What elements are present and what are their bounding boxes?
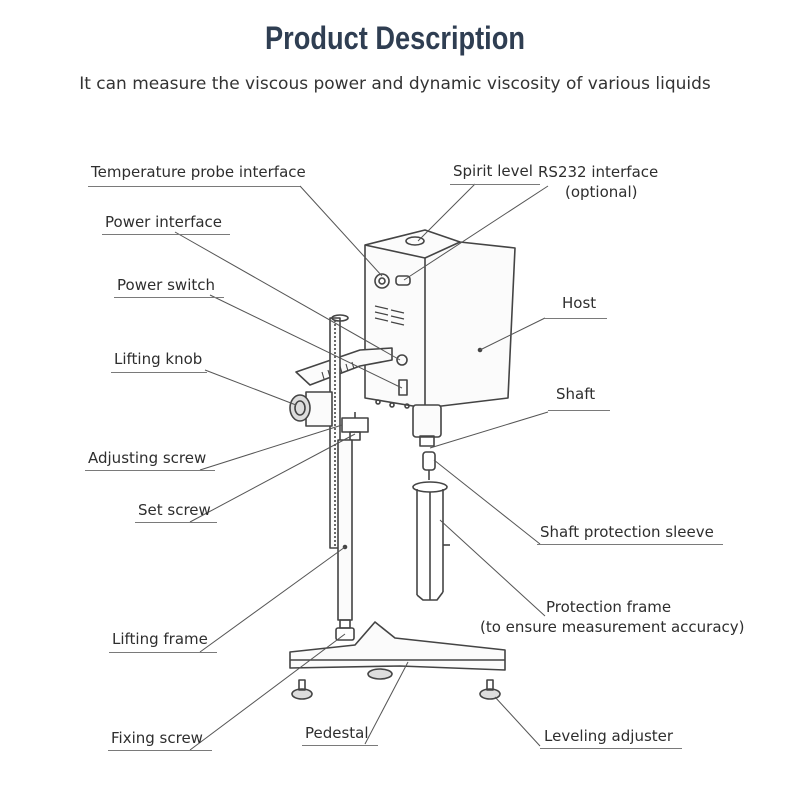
spirit-level-bubble: [405, 236, 425, 246]
vent-slots: [374, 305, 405, 326]
pedestal: [289, 621, 506, 671]
underline: [537, 544, 723, 545]
underline: [540, 748, 682, 749]
underline: [102, 234, 230, 235]
leader-adjusting-screw: [199, 424, 343, 471]
shaft-coupling: [412, 404, 442, 438]
underline: [450, 184, 540, 185]
temperature-probe-connector: [374, 273, 390, 289]
label-rs232-interface: RS232 interface: [538, 163, 659, 181]
leader-power-switch: [209, 294, 403, 389]
underline: [111, 372, 207, 373]
label-protection-frame-note: (to ensure measurement accuracy): [480, 618, 745, 636]
label-pedestal: Pedestal: [305, 724, 369, 742]
label-temperature-probe-interface: Temperature probe interface: [91, 163, 306, 181]
leader-lifting-frame: [199, 546, 346, 653]
power-interface-socket: [396, 354, 408, 366]
label-power-interface: Power interface: [105, 213, 223, 231]
center-foot: [367, 668, 393, 680]
page-subtitle: It can measure the viscous power and dyn…: [79, 74, 711, 94]
label-set-screw: Set screw: [138, 501, 211, 519]
label-power-switch: Power switch: [117, 276, 216, 294]
underline: [135, 522, 217, 523]
leader-spirit-level: [417, 183, 476, 242]
underline: [114, 297, 224, 298]
leader-fixing-screw: [189, 633, 346, 751]
label-shaft: Shaft: [556, 385, 596, 403]
leader-power-interface: [174, 231, 401, 361]
leader-host: [479, 317, 546, 351]
lifting-knob: [289, 394, 311, 422]
label-lifting-frame: Lifting frame: [112, 630, 208, 648]
power-switch: [398, 379, 408, 396]
rs232-port: [395, 275, 411, 286]
underline: [88, 186, 300, 187]
leader-set-screw: [189, 433, 356, 523]
label-lifting-knob: Lifting knob: [114, 350, 203, 368]
lifting-frame-tube: [337, 439, 353, 621]
label-fixing-screw: Fixing screw: [111, 729, 203, 747]
leader-rs232: [403, 185, 549, 281]
underline: [108, 750, 212, 751]
host-body: [364, 229, 516, 409]
left-leveling-foot: [291, 688, 313, 700]
label-leveling-adjuster: Leveling adjuster: [544, 727, 674, 745]
leader-lines: [174, 183, 549, 751]
support-arm: [295, 347, 393, 386]
label-protection-frame: Protection frame: [546, 598, 672, 616]
underline: [545, 318, 607, 319]
underline: [85, 470, 215, 471]
label-adjusting-screw: Adjusting screw: [88, 449, 207, 467]
label-host: Host: [562, 294, 597, 312]
adjusting-screw-block: [341, 417, 369, 433]
leader-pedestal: [364, 661, 409, 745]
label-shaft-protection-sleeve: Shaft protection sleeve: [540, 523, 714, 541]
leader-shaft: [429, 411, 549, 449]
shaft-piece: [422, 451, 436, 471]
underline: [548, 410, 610, 411]
leader-temperature-probe: [299, 185, 383, 277]
label-spirit-level: Spirit level: [453, 162, 533, 180]
fixing-screw-collar: [335, 627, 355, 641]
page-title: Product Description: [265, 20, 525, 56]
leader-leveling-adjuster: [494, 696, 541, 747]
protection-frame-top: [412, 481, 448, 493]
leader-lifting-knob: [204, 369, 297, 406]
underline: [109, 652, 217, 653]
leader-shaft-protection-sleeve: [433, 459, 541, 545]
leader-protection-frame: [439, 519, 546, 617]
underline: [302, 745, 378, 746]
right-leveling-foot: [479, 688, 501, 700]
label-rs232-optional: (optional): [565, 183, 638, 201]
